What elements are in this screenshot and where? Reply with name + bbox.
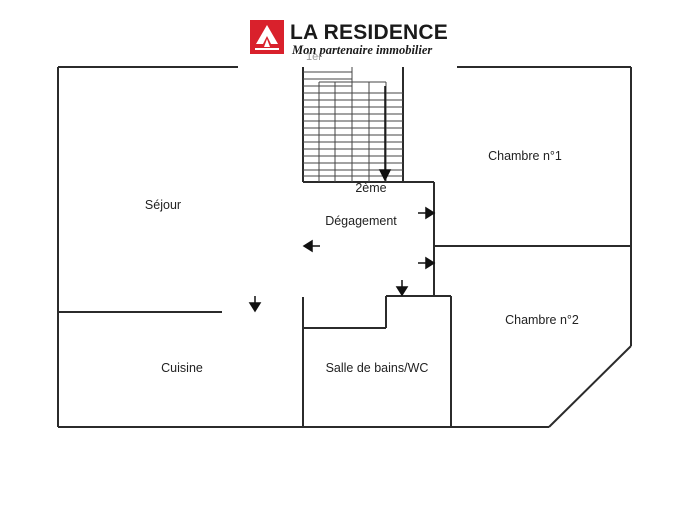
room-label-salle-de-bains: Salle de bains/WC <box>326 361 429 375</box>
arrow-down-icon <box>248 296 262 313</box>
room-label-sejour: Séjour <box>145 198 181 212</box>
stair-direction-arrow-icon <box>378 86 392 182</box>
room-label-chambre-1: Chambre n°1 <box>488 149 562 163</box>
brand-logo-mark <box>250 20 284 54</box>
room-labels: Séjour Dégagement Chambre n°1 Chambre n°… <box>145 149 579 375</box>
room-label-chambre-2: Chambre n°2 <box>505 313 579 327</box>
room-label-cuisine: Cuisine <box>161 361 203 375</box>
staircase <box>303 67 403 182</box>
arrow-right-icon <box>418 206 436 220</box>
door-arrows <box>248 86 436 313</box>
brand-name: LA RESIDENCE <box>290 21 448 44</box>
arrow-down-icon <box>395 280 409 297</box>
stair-level-label-upper: 1er <box>306 51 322 63</box>
arrow-left-icon <box>302 239 320 253</box>
house-icon <box>255 25 279 50</box>
brand-tagline: Mon partenaire immobilier <box>292 43 433 57</box>
stair-level-label: 2ème <box>355 181 386 195</box>
brand-logo: LA RESIDENCE Mon partenaire immobilier <box>250 20 450 60</box>
arrow-right-icon <box>418 256 436 270</box>
room-label-degagement: Dégagement <box>325 214 397 228</box>
